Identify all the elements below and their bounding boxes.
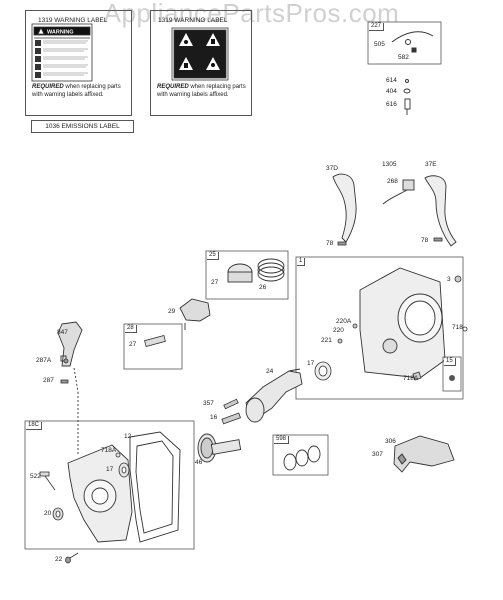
part-label-522: 522 xyxy=(30,473,41,480)
part-label-78-right: 78 xyxy=(421,237,429,244)
warning-label-left-title: 1319 WARNING LABEL xyxy=(38,17,108,24)
warning-label-left-required: REQUIRED when replacing parts with warni… xyxy=(32,84,126,99)
bolts-78 xyxy=(337,237,443,246)
box-18c xyxy=(24,420,195,550)
parts-522-20 xyxy=(39,471,64,521)
part-label-220: 220 xyxy=(333,327,344,334)
part-label-3: 3 xyxy=(447,276,451,283)
part-label-306: 306 xyxy=(385,438,396,445)
part-label-718a-crankcase: 718A xyxy=(403,375,419,382)
throttle-part-268 xyxy=(382,179,415,205)
part-label-46: 46 xyxy=(195,459,203,466)
warning-sticker-left xyxy=(31,23,93,82)
box-25 xyxy=(205,250,289,300)
part-29 xyxy=(179,298,211,330)
part-label-12: 12 xyxy=(124,433,132,440)
part-label-37d: 37D xyxy=(326,165,338,172)
part-label-616: 616 xyxy=(386,101,397,108)
part-label-27-pin: 27 xyxy=(129,341,137,348)
part-label-582: 582 xyxy=(398,54,409,61)
small-parts-614-616 xyxy=(403,79,411,115)
seal-17-718a xyxy=(115,452,130,478)
box-tag-15: 15 xyxy=(444,358,456,366)
warning-label-right-title: 1319 WARNING LABEL xyxy=(158,17,228,24)
part-label-16: 16 xyxy=(210,414,218,421)
required-rest: when replacing parts with warning labels… xyxy=(157,84,246,98)
governor-arm-37e xyxy=(424,175,457,247)
governor-arm-37d xyxy=(332,173,357,243)
required-bold: REQUIRED xyxy=(157,84,189,90)
part-label-1305: 1305 xyxy=(382,161,397,168)
part-label-718: 718 xyxy=(452,324,463,331)
wrist-pin-27 xyxy=(144,335,166,347)
required-rest: when replacing parts with warning labels… xyxy=(32,84,121,98)
part-label-505: 505 xyxy=(374,41,385,48)
cam-gear-46 xyxy=(197,433,242,463)
part-label-78-left: 78 xyxy=(326,240,334,247)
crankcase-small-parts xyxy=(314,275,468,381)
box-227 xyxy=(367,21,442,65)
required-bold: REQUIRED xyxy=(32,84,64,90)
part-label-357: 357 xyxy=(203,400,214,407)
box-598 xyxy=(272,434,329,476)
part-label-220a: 220A xyxy=(336,318,352,325)
part-label-718a-sump: 718A xyxy=(101,447,117,454)
box-tag-18c: 18C xyxy=(26,422,43,430)
part-label-26: 26 xyxy=(259,284,267,291)
emissions-label: 1036 EMISSIONS LABEL xyxy=(31,120,134,133)
wire-assembly-505 xyxy=(391,31,434,53)
part-label-24: 24 xyxy=(266,368,274,375)
part-label-287a: 287A xyxy=(36,357,52,364)
rings-598 xyxy=(283,445,321,471)
box-28 xyxy=(123,323,183,370)
parts-287 xyxy=(60,358,69,384)
warning-label-right-required: REQUIRED when replacing parts with warni… xyxy=(157,84,247,99)
part-label-847: 847 xyxy=(57,329,68,336)
part-label-22: 22 xyxy=(55,556,63,563)
part-label-17-sump: 17 xyxy=(106,466,114,473)
sump-cover xyxy=(67,444,133,543)
box-tag-25: 25 xyxy=(207,252,219,260)
box-tag-1: 1 xyxy=(297,258,306,266)
warning-word: WARNING xyxy=(47,30,74,36)
box-15 xyxy=(442,356,462,392)
part-label-27-piston: 27 xyxy=(211,279,219,286)
part-15 xyxy=(449,375,455,381)
warning-sticker-right xyxy=(171,27,229,81)
crankcase-cylinder xyxy=(359,267,446,379)
part-label-287: 287 xyxy=(43,377,54,384)
warning-label-box-left xyxy=(25,10,132,116)
part-label-614: 614 xyxy=(386,77,397,84)
part-label-221: 221 xyxy=(321,337,332,344)
part-label-404: 404 xyxy=(386,88,397,95)
box-tag-598: 598 xyxy=(274,436,290,444)
part-label-20: 20 xyxy=(44,510,52,517)
piston-rings xyxy=(227,258,285,283)
gasket-12 xyxy=(129,431,181,543)
part-label-268: 268 xyxy=(387,178,398,185)
part-label-37e: 37E xyxy=(425,161,437,168)
crankshaft-24 xyxy=(245,368,303,423)
bracket-306 xyxy=(393,435,455,473)
bolt-22 xyxy=(65,552,79,564)
box-tag-28: 28 xyxy=(125,325,137,333)
part-label-307: 307 xyxy=(372,451,383,458)
box-tag-227: 227 xyxy=(369,23,385,31)
part-label-29: 29 xyxy=(168,308,176,315)
dipstick-847 xyxy=(57,321,83,455)
key-357-pin-16 xyxy=(221,398,241,425)
warning-label-box-right xyxy=(150,10,252,116)
part-label-17-crankcase: 17 xyxy=(307,360,315,367)
